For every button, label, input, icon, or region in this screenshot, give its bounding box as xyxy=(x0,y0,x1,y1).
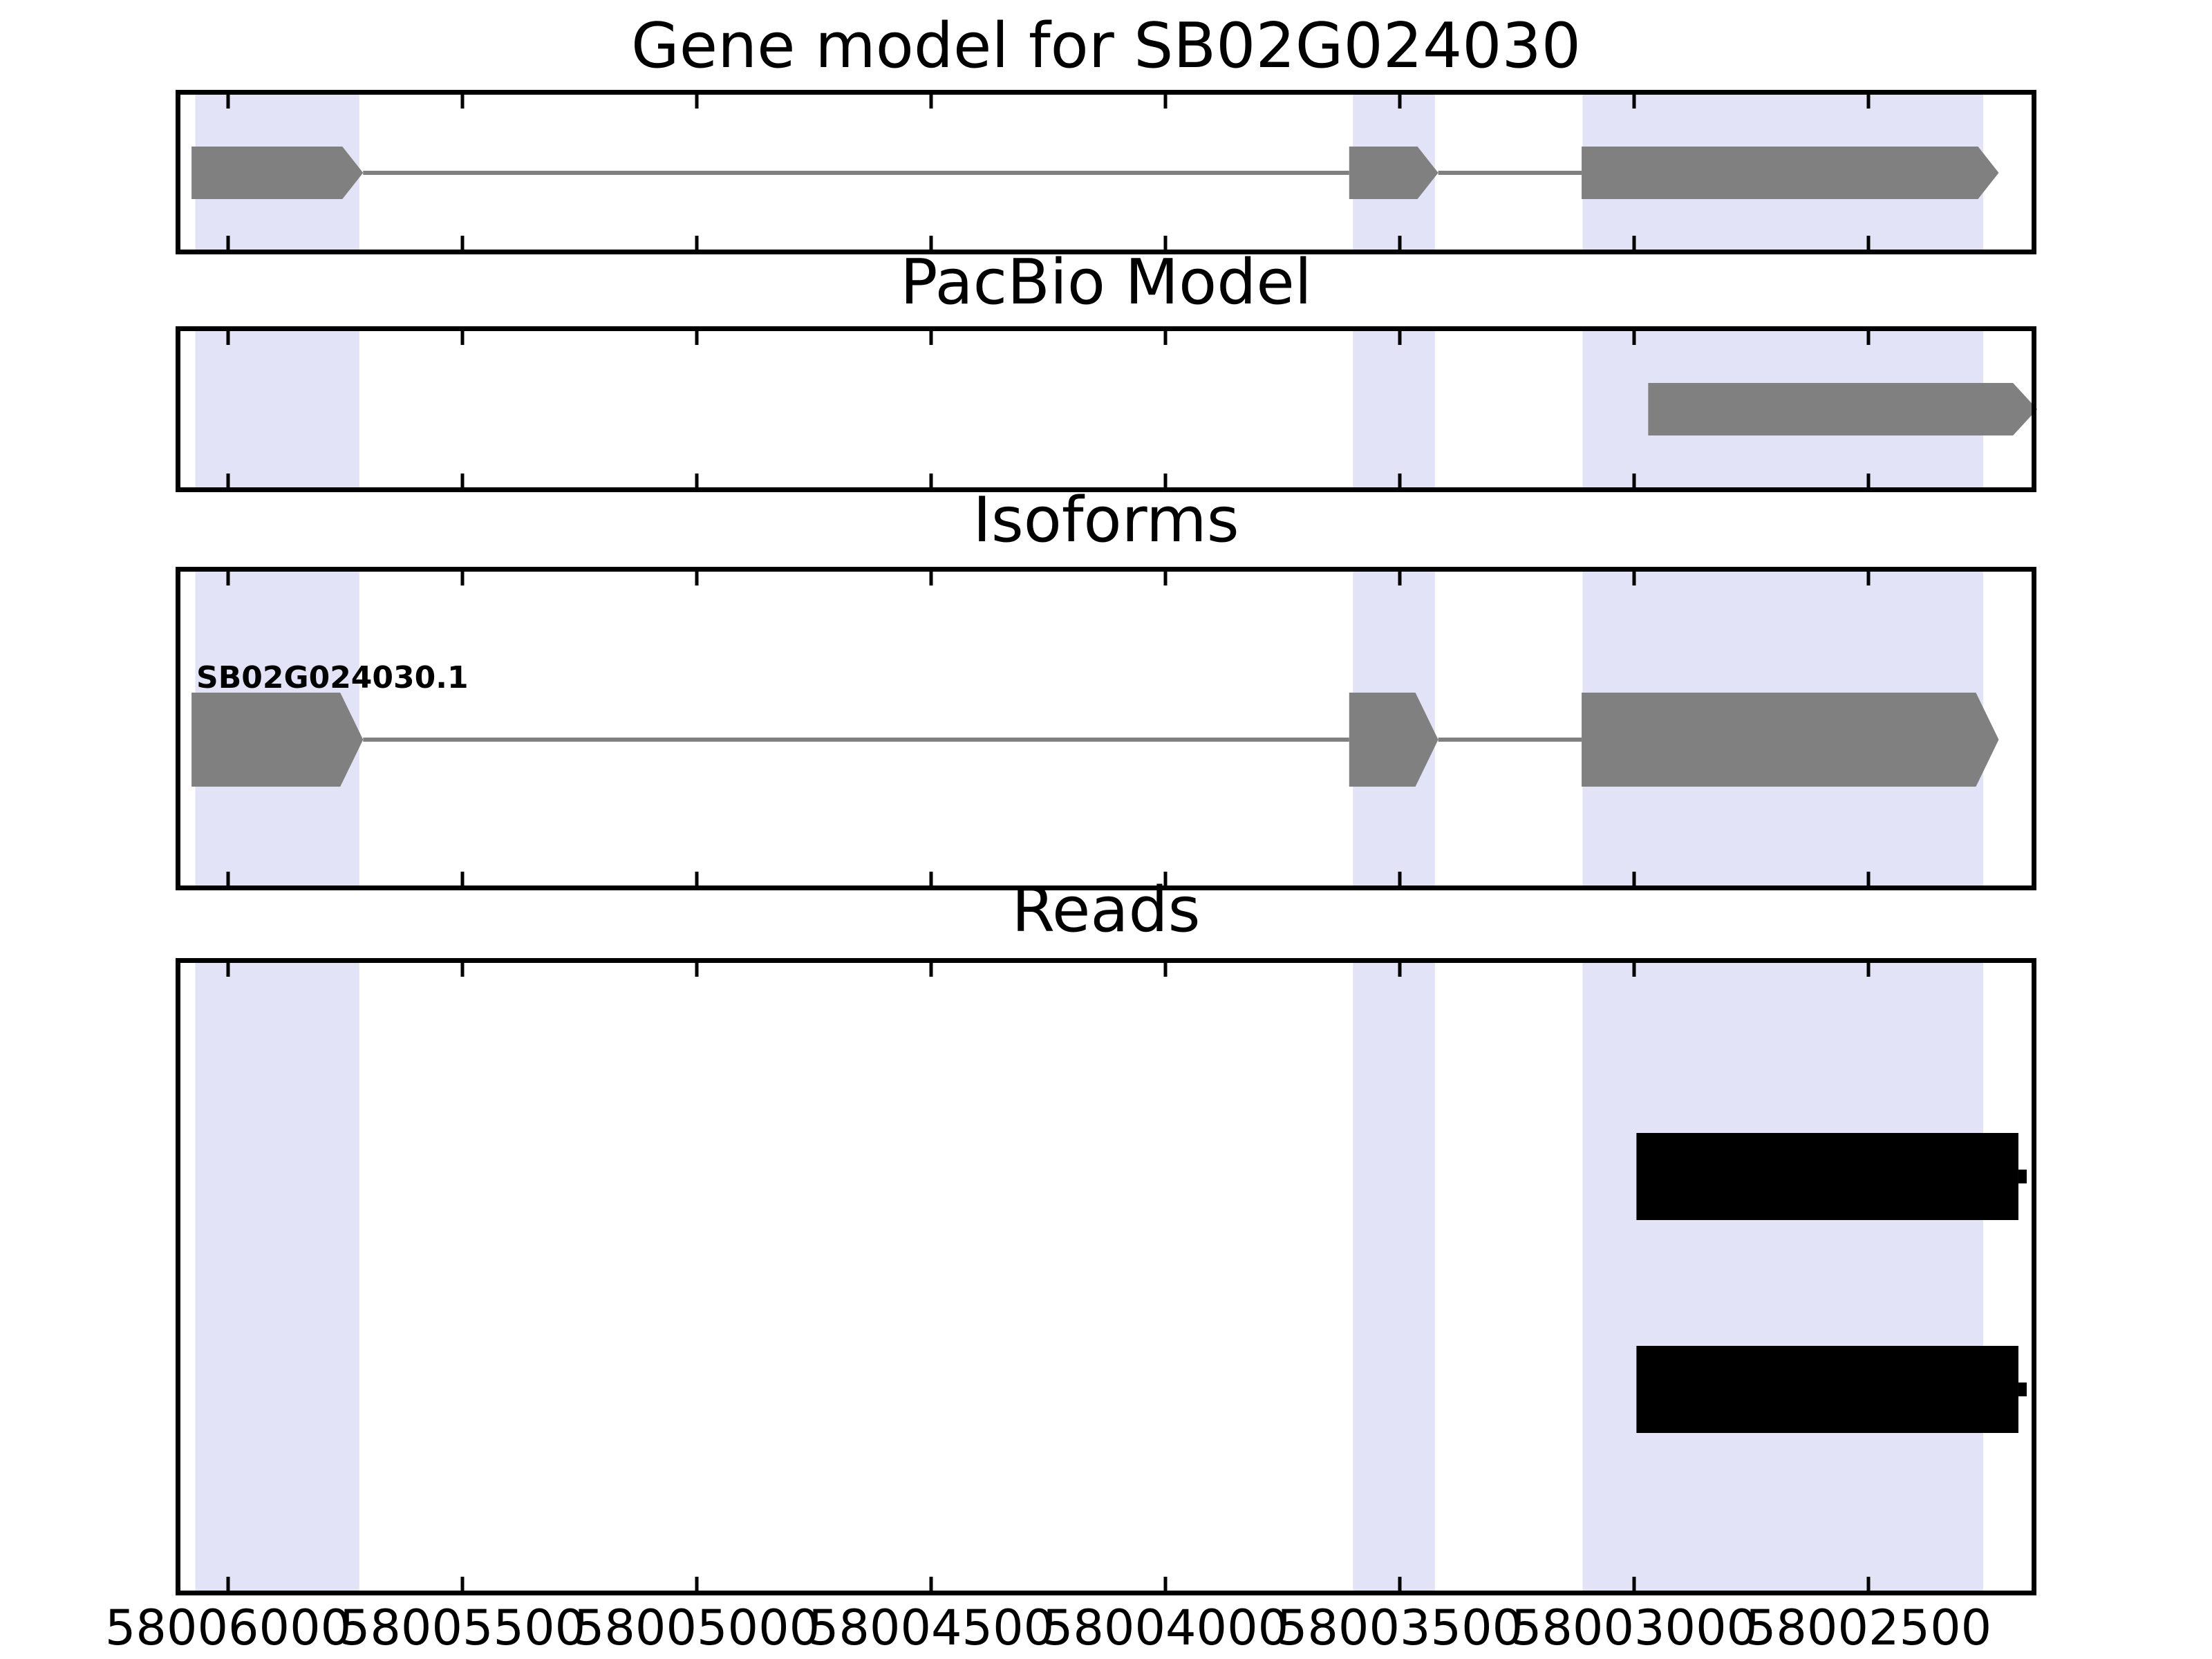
exon-arrow xyxy=(1582,147,1999,199)
x-tick-label: 58003500 xyxy=(1276,1600,1524,1656)
exon-arrow xyxy=(191,147,364,199)
exon-arrow xyxy=(1349,693,1438,787)
highlight-band xyxy=(195,963,359,1591)
panel-title-reads: Reads xyxy=(1011,874,1201,946)
read-bar-end-nub xyxy=(2018,1382,2027,1396)
x-tick-label: 58003000 xyxy=(1510,1600,1758,1656)
isoform-id-label: SB02G024030.1 xyxy=(196,660,469,695)
read-bar xyxy=(1636,1346,2018,1433)
read-bar xyxy=(1636,1133,2018,1220)
exon-arrow xyxy=(1349,147,1438,199)
highlight-band xyxy=(1353,963,1435,1591)
panel-title-pacbio-model: PacBio Model xyxy=(900,246,1312,319)
exon-arrow xyxy=(1582,693,1999,787)
exon-arrow xyxy=(191,693,364,787)
x-tick-label: 58004000 xyxy=(1042,1600,1289,1656)
x-tick-label: 58005500 xyxy=(339,1600,586,1656)
x-tick-label: 58005000 xyxy=(573,1600,821,1656)
panel-title-gene-model: Gene model for SB02G024030 xyxy=(630,10,1582,82)
x-tick-label: 58002500 xyxy=(1745,1600,1992,1656)
panel-frame xyxy=(176,90,2036,254)
x-tick-label: 58004500 xyxy=(807,1600,1055,1656)
panel-frame xyxy=(176,958,2036,1595)
highlight-band xyxy=(195,331,359,487)
panel-title-isoforms: Isoforms xyxy=(973,484,1239,556)
x-tick-label: 58006000 xyxy=(104,1600,352,1656)
highlight-band xyxy=(1582,963,1984,1591)
panel-frame xyxy=(176,567,2036,890)
read-bar-end-nub xyxy=(2018,1170,2027,1183)
highlight-band xyxy=(1353,331,1435,487)
panel-frame xyxy=(176,326,2036,492)
exon-arrow xyxy=(1648,383,2038,435)
